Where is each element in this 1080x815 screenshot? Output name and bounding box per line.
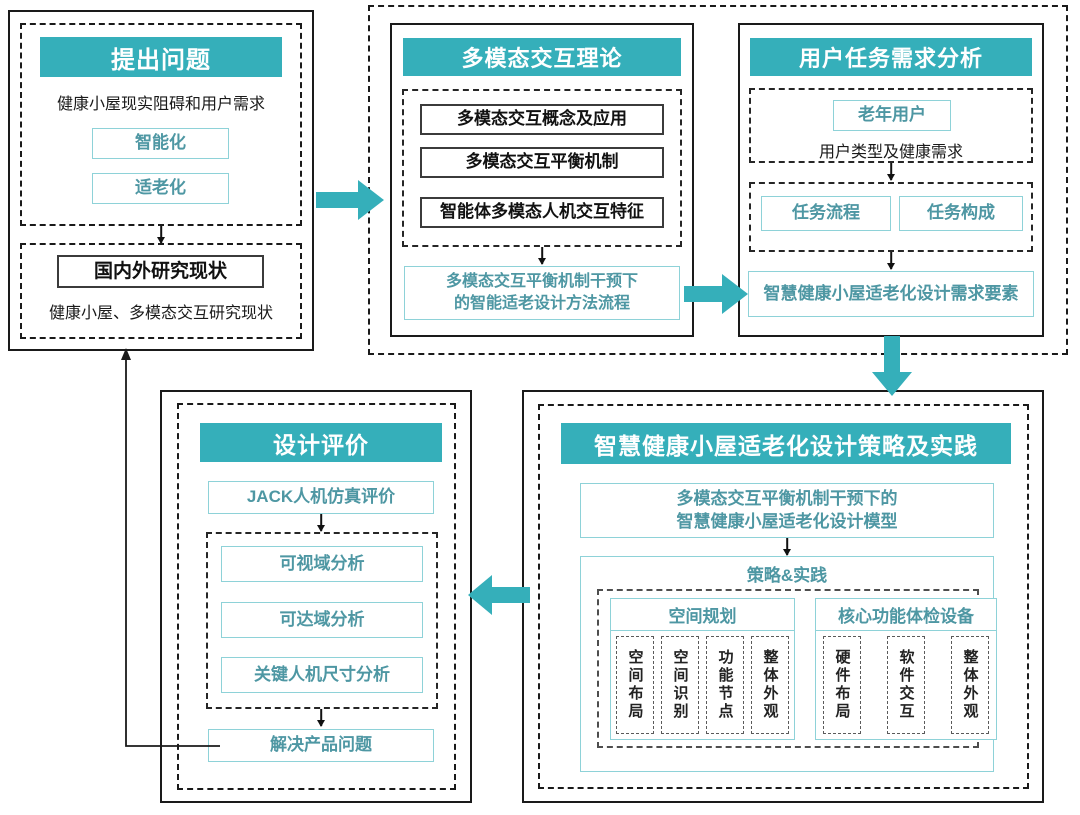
theory-item-1[interactable]: 多模态交互概念及应用 [420,104,664,135]
arrow-problem-to-theory [316,178,386,222]
panel-user-task-header: 用户任务需求分析 [750,38,1032,76]
tag-intelligent[interactable]: 智能化 [92,128,229,159]
arrow-jack-to-analyses [315,514,327,532]
box-reach-field-analysis[interactable]: 可达域分析 [221,602,423,638]
label-practice: 策略&实践 [746,565,828,585]
theory-outcome[interactable]: 多模态交互平衡机制干预下 的智能适老设计方法流程 [404,266,680,320]
arrow-user-task-to-strategy [870,336,914,398]
col-function-node[interactable]: 功能节点 [706,636,744,734]
group-space-planning-divider [610,630,795,632]
col-space-recognition[interactable]: 空间识别 [661,636,699,734]
arrow-model-to-practice [781,538,793,556]
box-key-ergonomic-dimension-analysis[interactable]: 关键人机尺寸分析 [221,657,423,693]
arrow-user-type-to-task [885,163,897,181]
group-space-planning-title: 空间规划 [668,606,737,626]
col-space-layout-label: 空间布局 [626,649,644,721]
caption-research-status: 健康小屋、多模态交互研究现状 [48,305,273,322]
tag-task-flow[interactable]: 任务流程 [761,196,891,231]
arrow-strategy-to-evaluation [468,573,530,617]
panel-strategy-header: 智慧健康小屋适老化设计策略及实践 [561,423,1011,464]
panel-strategy-dash [538,404,1029,789]
arrow-theory-to-outcome [536,247,548,265]
col-software-interaction[interactable]: 软件交互 [887,636,925,734]
panel-user-type-dash [749,88,1033,163]
group-core-equipment-title: 核心功能体检设备 [838,606,974,626]
col-overall-appearance-space-label: 整体外观 [761,649,779,721]
panel-task-tags-dash [749,182,1033,252]
panel-problem-header: 提出问题 [40,37,282,77]
group-core-equipment-divider [815,630,997,632]
tag-task-structure[interactable]: 任务构成 [899,196,1023,231]
col-hardware-layout-label: 硬件布局 [833,649,851,721]
box-solve-product-problem[interactable]: 解决产品问题 [208,729,434,762]
panel-theory-header: 多模态交互理论 [403,38,681,76]
arrow-theory-to-user-task [684,272,750,316]
col-space-recognition-label: 空间识别 [671,649,689,721]
col-software-interaction-label: 软件交互 [897,649,915,721]
tag-aging-friendly[interactable]: 适老化 [92,173,229,204]
col-hardware-layout[interactable]: 硬件布局 [823,636,861,734]
arrow-problem-to-research [155,226,167,244]
panel-problem-lower-dash [20,243,302,339]
tag-elderly-user[interactable]: 老年用户 [833,100,951,131]
box-design-model[interactable]: 多模态交互平衡机制干预下的 智慧健康小屋适老化设计模型 [580,483,994,538]
arrow-evaluation-to-problem [110,340,230,752]
col-function-node-label: 功能节点 [716,649,734,721]
col-overall-appearance-equipment[interactable]: 整体外观 [951,636,989,734]
panel-problem-upper-dash [20,23,302,226]
panel-theory-and-task-container [368,5,1068,355]
box-jack-simulation[interactable]: JACK人机仿真评价 [208,481,434,514]
col-space-layout[interactable]: 空间布局 [616,636,654,734]
user-task-outcome[interactable]: 智慧健康小屋适老化设计需求要素 [748,271,1034,317]
panel-evaluation-dash [177,403,456,790]
panel-evaluation-header: 设计评价 [200,423,442,462]
col-overall-appearance-space[interactable]: 整体外观 [751,636,789,734]
panel-analyses-dash [206,532,438,709]
box-visual-field-analysis[interactable]: 可视域分析 [221,546,423,582]
theory-item-2[interactable]: 多模态交互平衡机制 [420,147,664,178]
arrow-task-to-outcome [885,252,897,270]
box-research-status[interactable]: 国内外研究现状 [57,255,264,288]
arrow-analyses-to-result [315,709,327,727]
panel-problem-subtitle: 健康小屋现实阻碍和用户需求 [56,96,265,113]
panel-theory-items-dash [402,89,682,247]
theory-item-3[interactable]: 智能体多模态人机交互特征 [420,197,664,228]
caption-user-type: 用户类型及健康需求 [818,144,963,161]
col-overall-appearance-equipment-label: 整体外观 [961,649,979,721]
